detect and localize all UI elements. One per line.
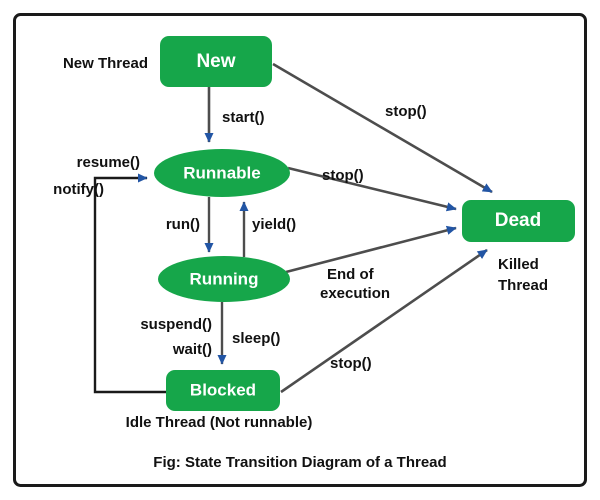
edge-label-resume: resume(): [77, 154, 140, 171]
edge-label-yield: yield(): [252, 216, 296, 233]
edge-label-execution: execution: [320, 285, 390, 302]
node-blocked-label: Blocked: [190, 380, 256, 399]
node-runnable-label: Runnable: [183, 163, 260, 182]
node-new-label: New: [196, 51, 235, 72]
annotation-new-thread: New Thread: [63, 55, 148, 72]
edge-label-new-stop: stop(): [385, 103, 427, 120]
edge-blocked-stop: [280, 248, 488, 394]
edge-label-run: run(): [166, 216, 200, 233]
edge-label-blocked-stop: stop(): [330, 355, 372, 372]
edge-label-notify: notify(): [53, 181, 104, 198]
annotation-idle-thread: Idle Thread (Not runnable): [126, 414, 313, 431]
figure-caption: Fig: State Transition Diagram of a Threa…: [153, 454, 446, 471]
annotation-killed: Killed: [498, 256, 539, 273]
node-blocked[interactable]: Blocked: [166, 370, 280, 411]
figure-border: [13, 13, 587, 487]
edge-label-start: start(): [222, 109, 265, 126]
edge-label-end-of: End of: [327, 266, 375, 283]
edge-new-stop: [272, 62, 493, 194]
edge-resume-notify: [93, 173, 166, 394]
node-running[interactable]: Running: [158, 256, 290, 302]
edge-label-sleep: sleep(): [232, 330, 280, 347]
edge-runnable-stop: [287, 166, 457, 212]
edge-label-runnable-stop: stop(): [322, 167, 364, 184]
node-new[interactable]: New: [160, 36, 272, 87]
edge-label-suspend: suspend(): [140, 316, 212, 333]
edge-label-wait: wait(): [172, 341, 212, 358]
node-dead-label: Dead: [495, 210, 541, 231]
node-runnable[interactable]: Runnable: [154, 149, 290, 197]
node-dead[interactable]: Dead: [462, 200, 575, 242]
node-running-label: Running: [190, 269, 259, 288]
annotation-thread: Thread: [498, 277, 548, 294]
edge-end-of-execution: [285, 225, 457, 274]
